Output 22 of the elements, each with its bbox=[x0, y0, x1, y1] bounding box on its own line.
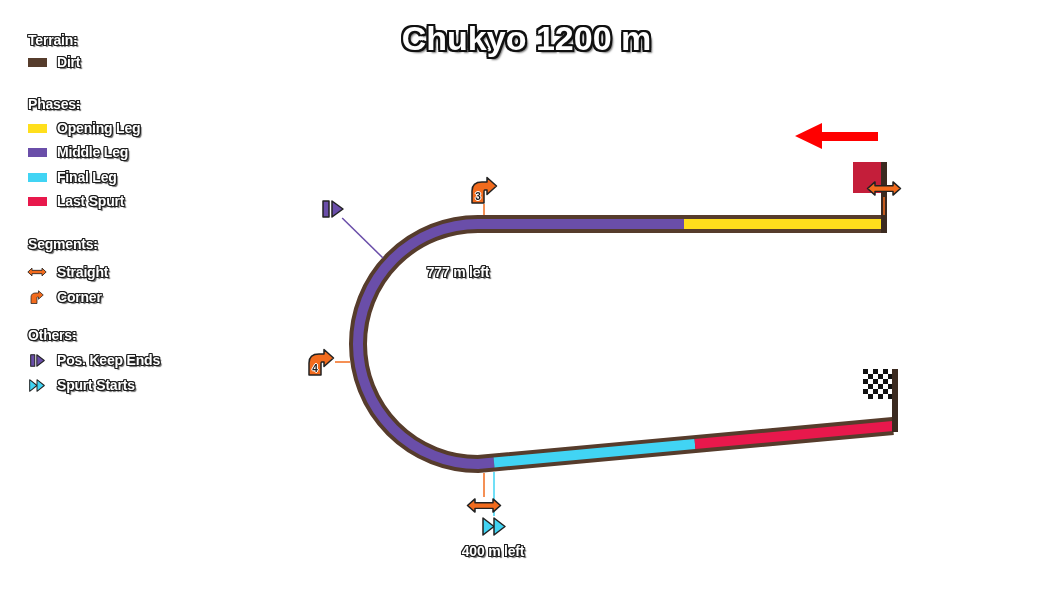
legend-heading: Others: bbox=[27, 327, 79, 345]
legend-label: Spurt Starts bbox=[56, 377, 138, 395]
leader-line bbox=[883, 196, 885, 216]
distance-label: 400 m left bbox=[460, 543, 528, 561]
distance-label: 777 m left bbox=[425, 264, 493, 282]
legend-label: Corner bbox=[56, 289, 105, 307]
legend-label: Straight bbox=[56, 264, 112, 282]
legend-label: Dirt bbox=[56, 54, 84, 72]
corner-number: 4 bbox=[311, 364, 319, 374]
title: Chukyo 1200 m bbox=[398, 18, 658, 61]
legend-label: Middle Leg bbox=[56, 144, 131, 162]
legend-label: Final Leg bbox=[56, 169, 119, 187]
legend-label: Last Spurt bbox=[56, 193, 128, 211]
legend-heading: Phases: bbox=[27, 96, 82, 114]
leader-line bbox=[483, 472, 485, 498]
legend-heading: Segments: bbox=[27, 236, 100, 254]
legend-label: Pos. Keep Ends bbox=[56, 352, 163, 370]
leader-line bbox=[334, 361, 351, 363]
leader-line bbox=[483, 203, 485, 216]
corner-number: 3 bbox=[474, 192, 482, 202]
legend-label: Opening Leg bbox=[56, 120, 143, 138]
legend-heading: Terrain: bbox=[27, 32, 80, 50]
